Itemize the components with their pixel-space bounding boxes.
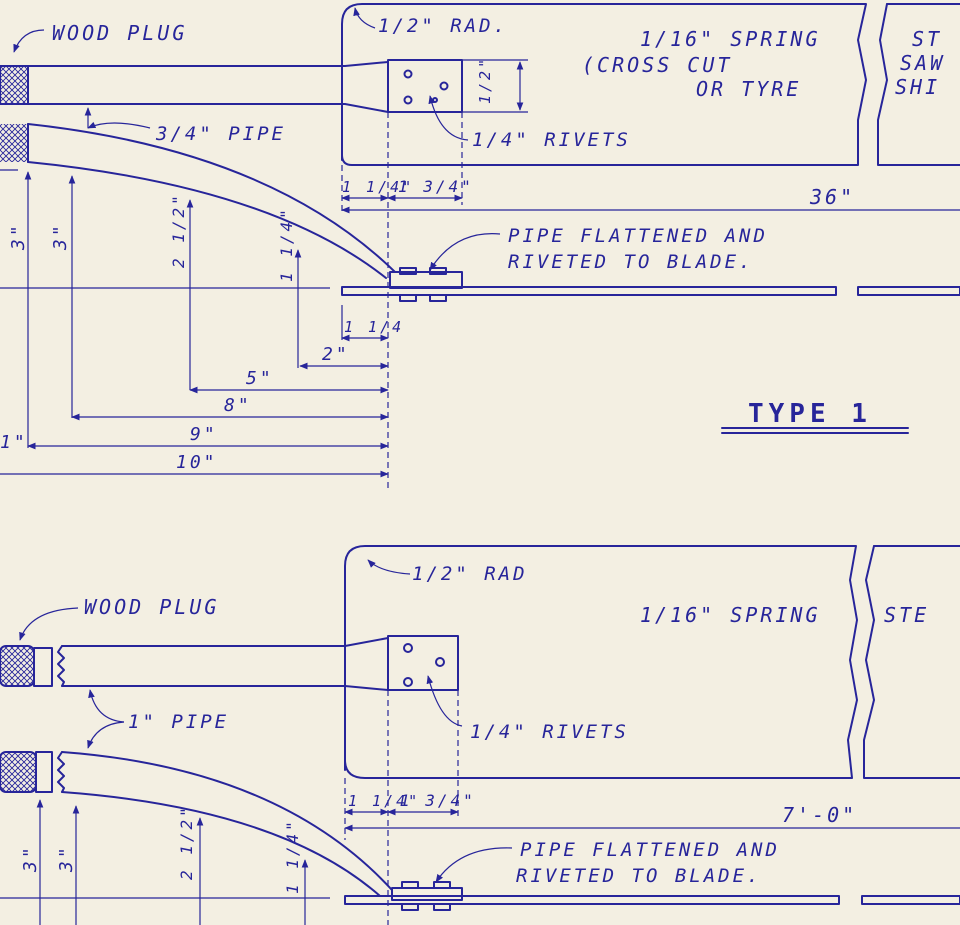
type1-spring-line3: OR TYRE <box>696 77 801 101</box>
type2-blade-break <box>863 545 960 779</box>
type1-pipe-label: 3/4" PIPE <box>155 123 286 145</box>
type1-curved-pipe <box>27 123 396 279</box>
type2-curved-pipe <box>61 751 393 897</box>
type1-dim-5: 5" <box>246 368 274 389</box>
type2-spring-line1: 1/16" SPRING <box>640 603 821 627</box>
type1-straight-pipe <box>27 61 389 113</box>
type1-steel-line1: ST <box>912 27 942 51</box>
type2-pipe-label: 1" PIPE <box>128 711 229 733</box>
type1-wood-plug-label: WOOD PLUG <box>52 21 187 45</box>
type2-radius-label: 1/2" RAD <box>412 563 528 585</box>
type2-blade-outline <box>344 545 858 779</box>
type2-steel-line1: STE <box>884 603 929 627</box>
type2-rivet-plate <box>387 635 459 691</box>
type2-labels: WOOD PLUG 1" PIPE 1/2" RAD 1/16" SPRING … <box>20 563 929 894</box>
type1-title: TYPE 1 <box>748 399 872 429</box>
type1-labels: WOOD PLUG 3/4" PIPE 1/2" RAD. 1/16" SPRI… <box>0 15 945 473</box>
type1-blade-outline <box>341 3 867 166</box>
type1-height-2-1-2: 2 1/2" <box>169 192 188 268</box>
type1-blade-edge <box>341 286 837 296</box>
type1-blade-break <box>877 3 960 166</box>
type1-dim-2: 2" <box>322 344 350 365</box>
type1-steel-line2: SAW <box>900 51 945 75</box>
type2-height-3a: 3" <box>20 844 41 873</box>
type2-dim-1-1-4: 1 1/4" <box>348 792 420 810</box>
type2-rivets-label: 1/4" RIVETS <box>470 721 629 743</box>
type1-length-label: 36" <box>809 185 855 209</box>
type1-rivets-label: 1/4" RIVETS <box>472 129 631 151</box>
type2-height-3b: 3" <box>56 844 77 873</box>
type1-dim-1-1-4: 1 1/4" <box>342 178 414 196</box>
type2-height-1-1-4: 1 1/4" <box>283 818 302 894</box>
type1-steel-line3: SHI <box>895 75 940 99</box>
type1-rivet-plate <box>387 59 463 113</box>
type1-dim-8: 8" <box>224 395 252 416</box>
type1-spring-line1: 1/16" SPRING <box>640 27 821 51</box>
type1-drawing <box>0 3 960 488</box>
type2-height-2-1-2: 2 1/2" <box>177 804 196 880</box>
type2-flatten-line1: PIPE FLATTENED AND <box>520 839 780 861</box>
type2-blade-edge <box>344 895 840 905</box>
type1-radius-label: 1/2" RAD. <box>378 15 508 37</box>
type2-flatten-line2: RIVETED TO BLADE. <box>516 865 761 887</box>
type1-flatten-line1: PIPE FLATTENED AND <box>508 225 768 247</box>
type2-wood-plug <box>0 645 35 687</box>
type2-wood-plug-label: WOOD PLUG <box>84 595 219 619</box>
type2-straight-pipe <box>61 637 389 691</box>
type1-wood-plug <box>0 65 29 105</box>
type1-height-3b: 3" <box>50 222 71 251</box>
type1-dim-9: 9" <box>190 424 218 445</box>
type1-dim-bottom-1-1-4: 1 1/4 <box>344 318 404 336</box>
type2-drawing <box>0 545 960 925</box>
type1-rivet-spacing: 1/2" <box>476 56 494 104</box>
type1-height-1-1-4: 1 1/4" <box>277 206 296 282</box>
type1-dim-10: 10" <box>176 452 218 473</box>
type2-length-label: 7'-0" <box>782 803 857 827</box>
type2-dim-1-3-4: 1 3/4" <box>400 791 476 810</box>
type1-height-3a: 3" <box>8 222 29 251</box>
type1-dim-1-3-4: 1 3/4" <box>398 177 474 196</box>
type1-flatten-line2: RIVETED TO BLADE. <box>508 251 753 273</box>
type1-spring-line2: (CROSS CUT <box>582 53 732 77</box>
type1-dim-1: 1" <box>0 432 28 453</box>
